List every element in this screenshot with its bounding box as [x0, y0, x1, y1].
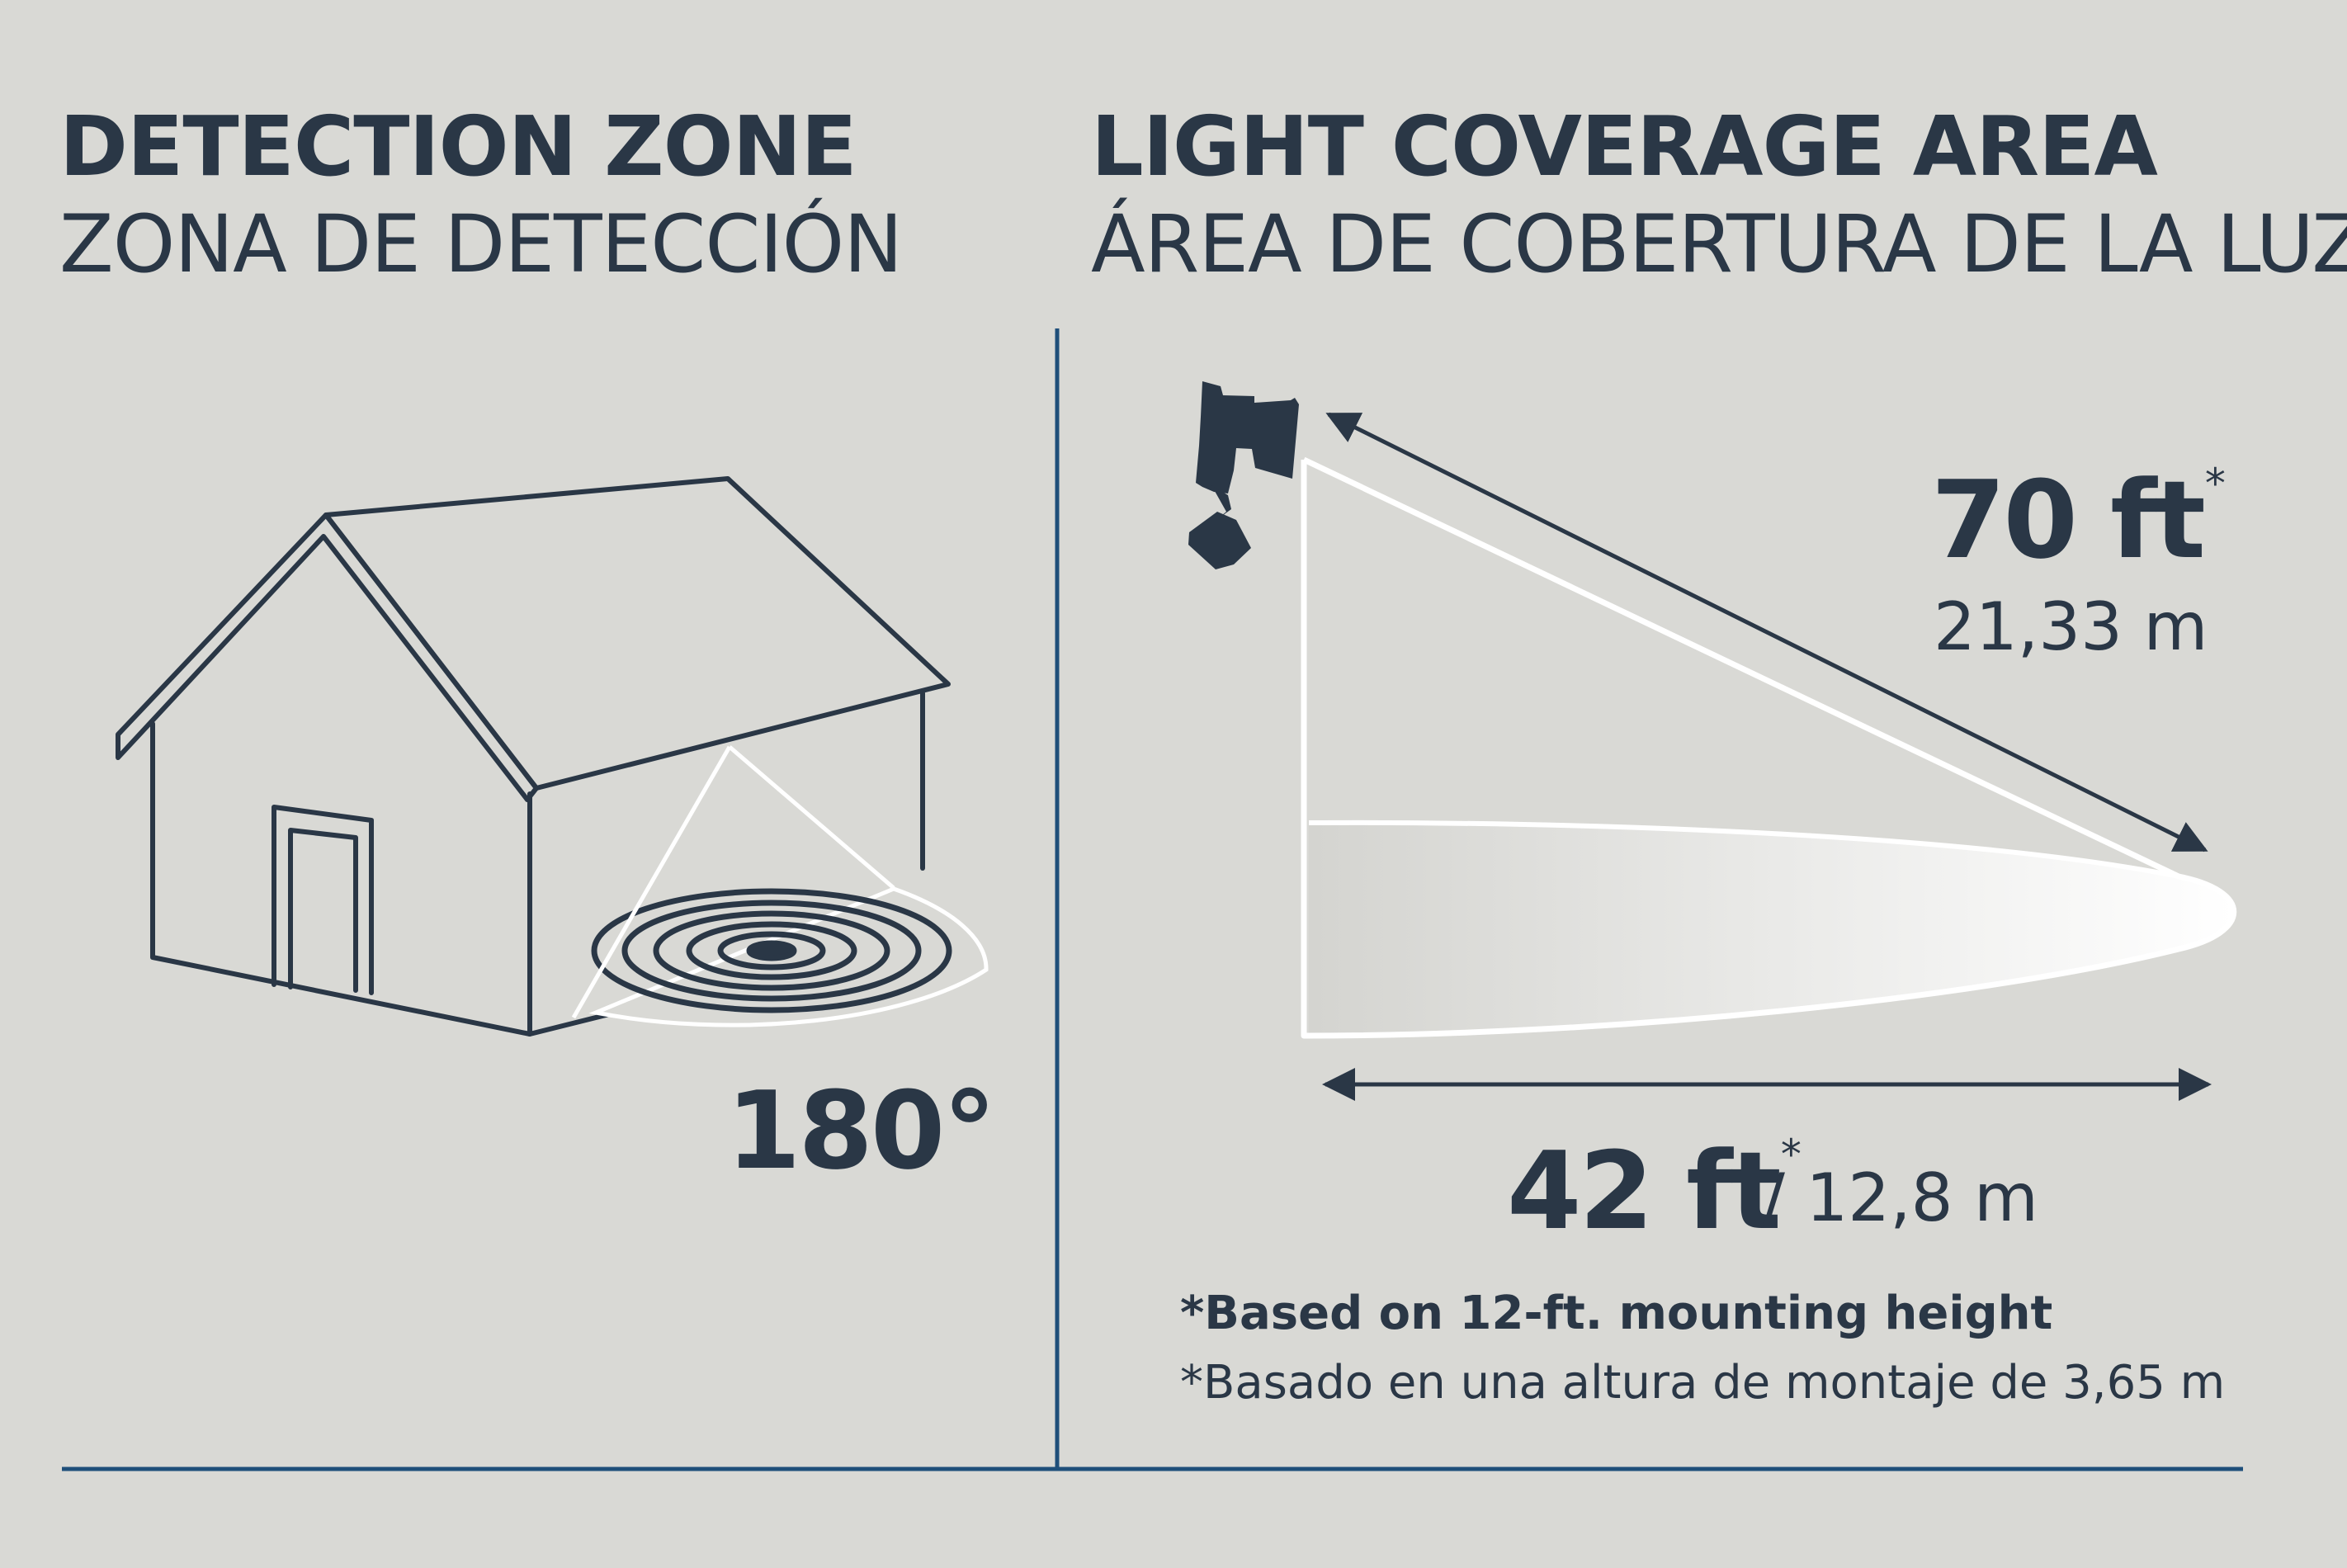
distance-m-label: 21,33 m	[1934, 588, 2208, 665]
distance-arrow	[1325, 412, 2208, 852]
distance-ft-value: 70 ft	[1931, 457, 2206, 583]
distance-asterisk: *	[2204, 460, 2226, 508]
distance-ft-label: 70 ft*	[1931, 463, 2226, 574]
footnote-en: *Based on 12-ft. mounting height	[1180, 1287, 2053, 1340]
detection-angle-label: 180°	[726, 1068, 996, 1193]
detection-title-es: ZONA DE DETECCIÓN	[59, 198, 903, 290]
coverage-title-en: LIGHT COVERAGE AREA	[1091, 98, 2158, 195]
width-m-label: / 12,8 m	[1763, 1159, 2038, 1236]
detection-rings	[588, 886, 989, 1027]
footnote-es: *Basado en una altura de montaje de 3,65…	[1180, 1356, 2226, 1410]
width-ft-label: 42 ft*	[1507, 1134, 1802, 1244]
floodlight-icon	[1188, 381, 1299, 569]
detection-title-en: DETECTION ZONE	[59, 98, 857, 195]
sensor-cone	[571, 745, 895, 1019]
width-asterisk: *	[1780, 1131, 1802, 1178]
coverage-title-es: ÁREA DE COBERTURA DE LA LUZ	[1091, 198, 2347, 290]
width-ft-value: 42 ft	[1507, 1128, 1782, 1254]
